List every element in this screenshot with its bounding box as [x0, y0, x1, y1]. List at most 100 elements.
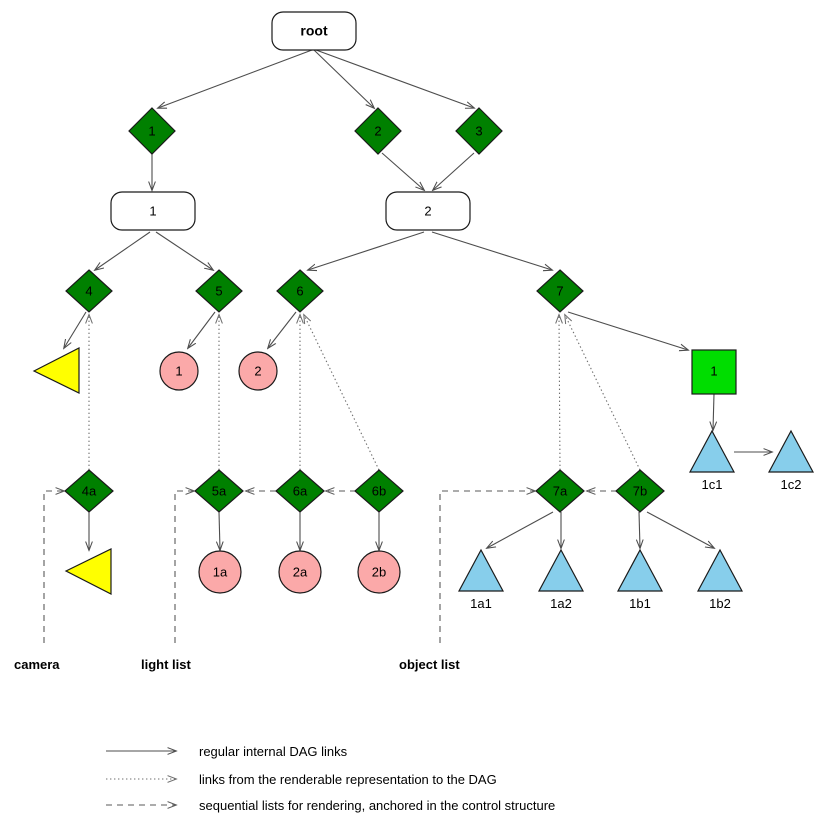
group1-box[interactable] — [110, 191, 196, 231]
diamond-4-shape[interactable] — [65, 269, 113, 313]
camera-triangle-icon[interactable] — [32, 347, 80, 394]
light-circle-icon[interactable] — [278, 550, 322, 594]
diamond-5-shape[interactable] — [195, 269, 243, 313]
object-triangle-icon[interactable] — [688, 429, 736, 473]
light-1a-label: 1a — [213, 564, 228, 579]
node-diamond-3[interactable]: 3 — [455, 107, 503, 155]
node-diamond-5a[interactable]: 5a — [194, 469, 244, 513]
object-triangle-icon[interactable] — [457, 548, 505, 592]
node-camera-top[interactable] — [32, 347, 80, 394]
diamond-7a-shape[interactable] — [535, 469, 585, 513]
dashed-camera-list — [43, 491, 64, 643]
node-diamond-5[interactable]: 5 — [195, 269, 243, 313]
diamond-2-shape[interactable] — [354, 107, 402, 155]
node-root[interactable]: root — [271, 11, 357, 51]
node-camera-bottom[interactable] — [64, 548, 112, 595]
node-light-2[interactable]: 2 — [238, 351, 278, 391]
tri-1b1-label: 1b1 — [629, 596, 651, 611]
light-2a-label: 2a — [293, 564, 308, 579]
light-2-label: 2 — [254, 363, 261, 378]
diamond-6-shape[interactable] — [276, 269, 324, 313]
object-triangle-icon[interactable] — [616, 548, 664, 592]
object-square-icon[interactable] — [691, 349, 737, 395]
tri-1a1-label: 1a1 — [470, 596, 492, 611]
diamond-6a-shape[interactable] — [275, 469, 325, 513]
diamond-7b-label: 7b — [633, 483, 647, 498]
node-diamond-4a[interactable]: 4a — [64, 469, 114, 513]
dotted-d6b-to-d6 — [304, 315, 380, 471]
object-triangle-icon[interactable] — [537, 548, 585, 592]
tri-1a2-label: 1a2 — [550, 596, 572, 611]
legend-dashed-text: sequential lists for rendering, anchored… — [199, 798, 555, 813]
light-circle-icon[interactable] — [159, 351, 199, 391]
node-tri-1c1[interactable]: 1c1 — [688, 429, 736, 492]
edge-d6-light2 — [268, 311, 297, 348]
edge-root-d3 — [315, 49, 474, 108]
diamond-5a-shape[interactable] — [194, 469, 244, 513]
node-tri-1b2[interactable]: 1b2 — [696, 548, 744, 611]
diamond-5a-label: 5a — [212, 483, 227, 498]
group2-box[interactable] — [385, 191, 471, 231]
node-light-1[interactable]: 1 — [159, 351, 199, 391]
diamond-7b-shape[interactable] — [615, 469, 665, 513]
object-square-1-label: 1 — [710, 363, 717, 378]
object-triangle-icon[interactable] — [696, 548, 744, 592]
diamond-1-shape[interactable] — [128, 107, 176, 155]
light-list-label: light list — [141, 657, 192, 672]
node-diamond-1[interactable]: 1 — [128, 107, 176, 155]
object-triangle-icon[interactable] — [767, 429, 815, 473]
diamond-3-label: 3 — [475, 123, 482, 138]
node-group-1[interactable]: 1 — [110, 191, 196, 231]
node-diamond-6b[interactable]: 6b — [354, 469, 404, 513]
light-circle-icon[interactable] — [238, 351, 278, 391]
light-circle-icon[interactable] — [198, 550, 242, 594]
light-2b-label: 2b — [372, 564, 386, 579]
root-box[interactable] — [271, 11, 357, 51]
diamond-7-label: 7 — [556, 283, 563, 298]
node-diamond-7a[interactable]: 7a — [535, 469, 585, 513]
edge-root-d1 — [158, 49, 313, 108]
node-diamond-7[interactable]: 7 — [536, 269, 584, 313]
legend-solid-text: regular internal DAG links — [199, 744, 348, 759]
diamond-6b-shape[interactable] — [354, 469, 404, 513]
node-light-2a[interactable]: 2a — [278, 550, 322, 594]
diamond-3-shape[interactable] — [455, 107, 503, 155]
list-anchor-camera: camera — [14, 657, 60, 672]
edge-square1-tri1c1 — [713, 393, 714, 430]
node-diamond-6[interactable]: 6 — [276, 269, 324, 313]
camera-triangle-icon[interactable] — [64, 548, 112, 595]
node-tri-1a2[interactable]: 1a2 — [537, 548, 585, 611]
legend: regular internal DAG links links from th… — [106, 744, 555, 813]
tri-1b2-label: 1b2 — [709, 596, 731, 611]
edge-root-d2 — [313, 49, 374, 108]
node-object-square-1[interactable]: 1 — [691, 349, 737, 395]
edge-d7b-tri1b1 — [639, 511, 640, 548]
dotted-d7b-to-d7 — [565, 315, 641, 471]
edges-groups-to-controls2 — [95, 231, 552, 270]
node-tri-1c2[interactable]: 1c2 — [767, 429, 815, 492]
node-diamond-2[interactable]: 2 — [354, 107, 402, 155]
node-diamond-7b[interactable]: 7b — [615, 469, 665, 513]
node-tri-1a1[interactable]: 1a1 — [457, 548, 505, 611]
edge-group2-d6 — [308, 231, 425, 270]
object-list-label: object list — [399, 657, 460, 672]
diamond-5-label: 5 — [215, 283, 222, 298]
tri-1c2-label: 1c2 — [781, 477, 802, 492]
list-anchor-object: object list — [399, 657, 460, 672]
node-diamond-6a[interactable]: 6a — [275, 469, 325, 513]
node-diamond-4[interactable]: 4 — [65, 269, 113, 313]
diamond-4a-shape[interactable] — [64, 469, 114, 513]
node-light-1a[interactable]: 1a — [198, 550, 242, 594]
node-tri-1b1[interactable]: 1b1 — [616, 548, 664, 611]
node-light-2b[interactable]: 2b — [357, 550, 401, 594]
tri-1c1-label: 1c1 — [702, 477, 723, 492]
diamond-2-label: 2 — [374, 123, 381, 138]
diamond-7-shape[interactable] — [536, 269, 584, 313]
edge-group2-d7 — [431, 231, 552, 270]
light-circle-icon[interactable] — [357, 550, 401, 594]
group2-label: 2 — [424, 203, 431, 218]
diamond-1-label: 1 — [148, 123, 155, 138]
node-group-2[interactable]: 2 — [385, 191, 471, 231]
